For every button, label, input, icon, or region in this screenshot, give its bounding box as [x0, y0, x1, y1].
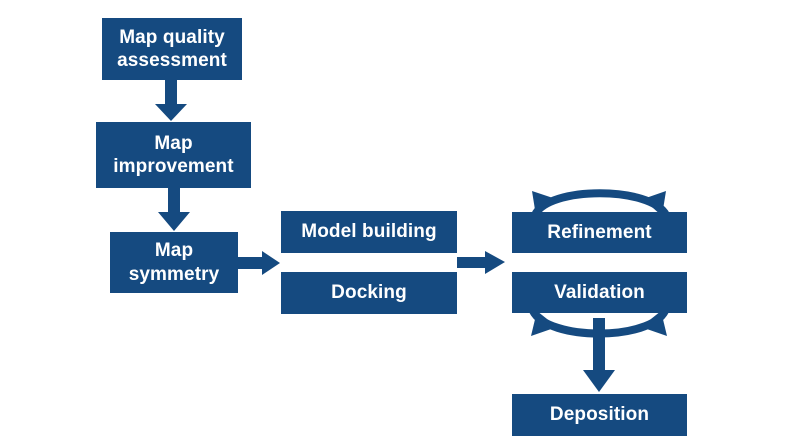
node-map-improvement[interactable]: Map improvement	[96, 122, 251, 188]
node-validation[interactable]: Validation	[512, 272, 687, 313]
node-deposition[interactable]: Deposition	[512, 394, 687, 436]
node-docking[interactable]: Docking	[281, 272, 457, 314]
arc-refinement-validation-bottom-icon	[529, 308, 669, 338]
arrow-validation-to-deposition-icon	[583, 318, 615, 392]
node-label: Docking	[331, 282, 407, 304]
node-label: Refinement	[547, 221, 652, 243]
node-label: Deposition	[549, 404, 650, 426]
node-label: Validation	[554, 281, 645, 303]
node-label: Map improvement	[113, 132, 234, 177]
node-map-quality-assessment[interactable]: Map quality assessment	[102, 18, 242, 80]
arrow-quality-to-improvement-icon	[155, 80, 187, 121]
node-model-building[interactable]: Model building	[281, 211, 457, 253]
node-label: Map symmetry	[128, 240, 220, 285]
arrow-symmetry-to-building-icon	[238, 251, 280, 275]
arrow-building-to-refinement-icon	[457, 251, 505, 274]
node-map-symmetry[interactable]: Map symmetry	[110, 232, 238, 293]
node-label: Map quality assessment	[117, 26, 227, 71]
node-label: Model building	[301, 221, 437, 243]
node-refinement[interactable]: Refinement	[512, 212, 687, 253]
arrow-improvement-to-symmetry-icon	[158, 188, 190, 231]
